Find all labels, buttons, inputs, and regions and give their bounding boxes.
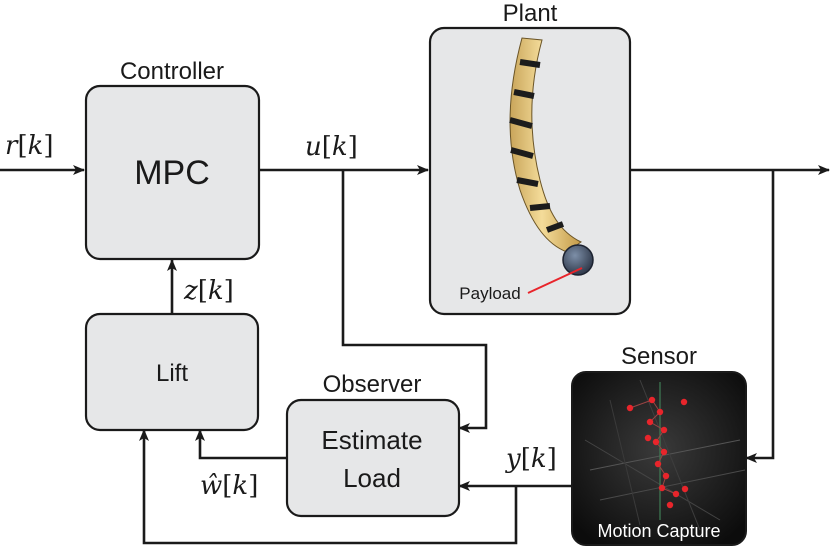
measurement-to-lift-wire: [139, 429, 518, 545]
controller-block[interactable]: [84, 84, 261, 261]
observer-label-line1: Estimate: [321, 425, 422, 455]
payload-label: Payload: [459, 284, 520, 303]
plant-title: Plant: [503, 0, 558, 27]
lifted-symbol: z: [183, 276, 198, 306]
reference-symbol: r: [5, 131, 19, 161]
lift-block[interactable]: [84, 312, 260, 432]
sensor-caption: Motion Capture: [597, 521, 720, 541]
control-symbol: u: [305, 132, 322, 162]
output-to-sensor-wire: [745, 170, 775, 463]
reference-signal-label: r[k]: [5, 131, 54, 161]
measurement-symbol: y: [505, 444, 521, 474]
controller-title: Controller: [120, 58, 224, 85]
estimate-symbol: ŵ: [200, 471, 222, 501]
controller-label: MPC: [134, 154, 210, 192]
estimate-index: k: [232, 471, 248, 501]
estimate-signal-label: ŵ[k]: [200, 471, 258, 501]
observer-label-line2: Load: [343, 463, 401, 493]
measurement-index: k: [531, 444, 547, 474]
control-to-observer-wire: [341, 170, 488, 433]
estimate-to-lift-wire: [195, 429, 287, 460]
soft-robot-arm-image: [509, 37, 594, 276]
payload-pointer-line: [527, 267, 583, 294]
lifted-signal-label: z[k]: [183, 276, 234, 306]
observer-title: Observer: [323, 371, 422, 398]
lifted-index: k: [208, 276, 224, 306]
sensor-block[interactable]: [571, 371, 747, 546]
control-index: k: [332, 132, 348, 162]
measurement-signal-label: y[k]: [505, 444, 557, 474]
sensor-title: Sensor: [621, 343, 697, 370]
lift-label: Lift: [156, 360, 188, 387]
reference-index: k: [28, 131, 44, 161]
control-signal-label: u[k]: [305, 132, 358, 162]
observer-block[interactable]: [285, 398, 461, 518]
motion-capture-image: [584, 379, 746, 531]
